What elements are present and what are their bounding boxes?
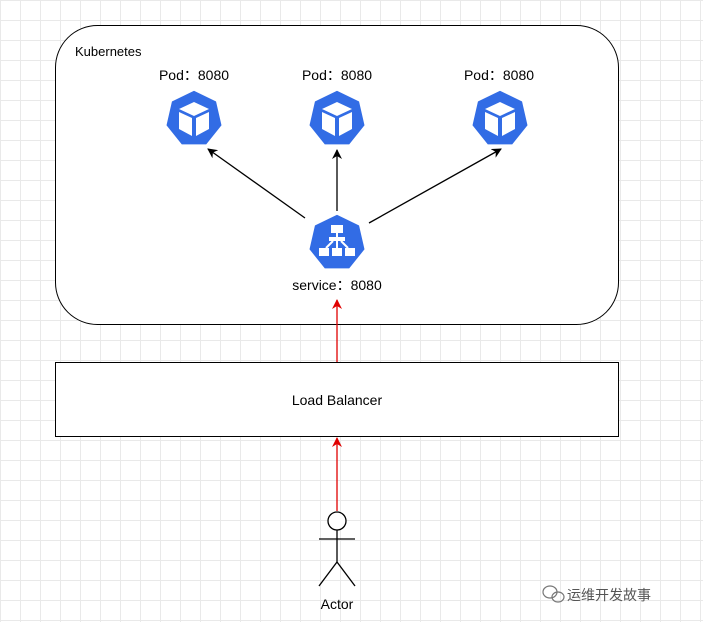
cluster-label: Kubernetes	[75, 44, 142, 59]
watermark-text: 运维开发故事	[567, 588, 651, 604]
pod-2-label: Pod：8080	[302, 67, 372, 83]
pod-3-label: Pod：8080	[464, 67, 534, 83]
wechat-icon	[542, 585, 565, 603]
service-to-pod-3-arrow	[368, 148, 502, 224]
load-balancer-box	[55, 362, 619, 437]
service-label: service：8080	[292, 277, 382, 293]
actor-icon	[318, 511, 356, 587]
load-balancer-label: Load Balancer	[292, 392, 383, 408]
service-to-pod-1-arrow	[207, 148, 306, 219]
actor-label: Actor	[321, 596, 354, 612]
pod-1-label: Pod：8080	[159, 67, 229, 83]
